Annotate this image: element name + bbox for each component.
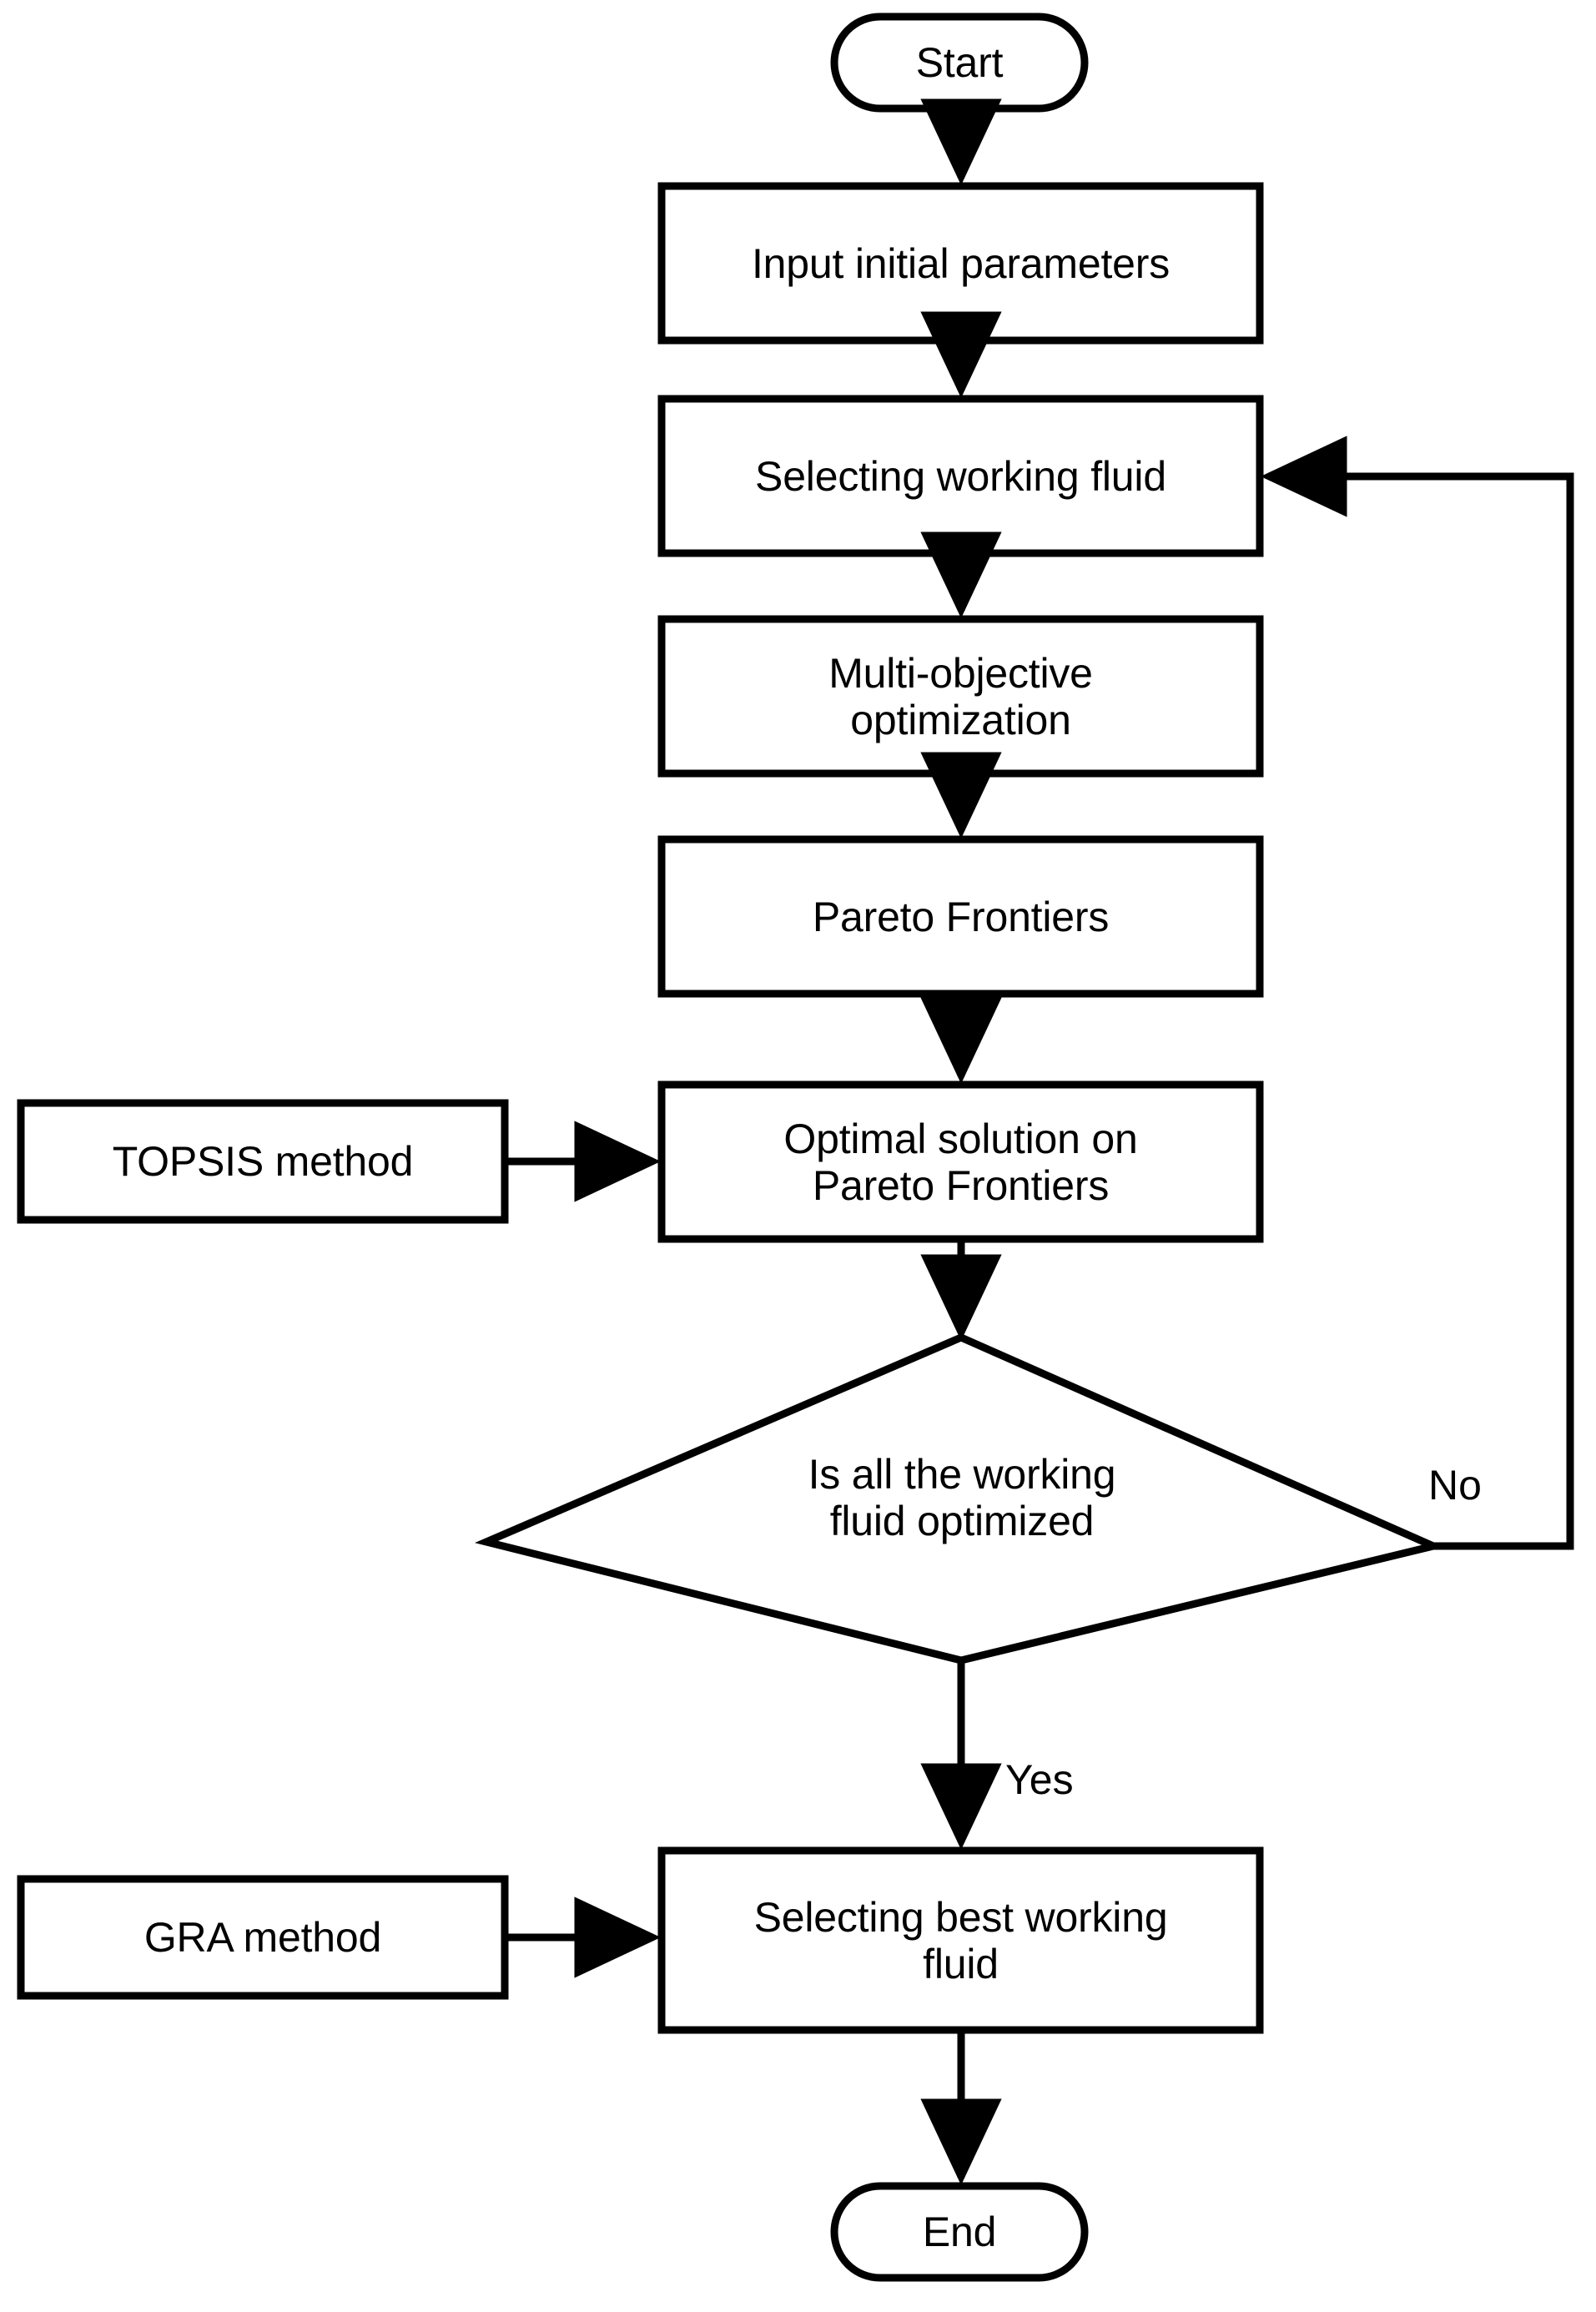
node-shape-input[interactable] (657, 182, 1264, 345)
node-shape-best[interactable] (657, 1846, 1264, 2034)
edge-label-no: No (1428, 1462, 1482, 1509)
edge-decision-no-loop (1261, 436, 1574, 1550)
node-shape-optimal[interactable] (657, 1080, 1264, 1243)
node-shape-topsis[interactable] (17, 1099, 509, 1224)
edge-label-yes: Yes (1005, 1756, 1074, 1803)
node-shape-start[interactable] (830, 13, 1089, 113)
node-shape-decision[interactable] (474, 1333, 1445, 1665)
node-shape-pareto[interactable] (657, 835, 1264, 998)
node-shape-end[interactable] (830, 2182, 1089, 2282)
node-shape-moo[interactable] (657, 615, 1264, 778)
node-shape-select[interactable] (657, 395, 1264, 557)
node-shape-gra[interactable] (17, 1875, 509, 2000)
